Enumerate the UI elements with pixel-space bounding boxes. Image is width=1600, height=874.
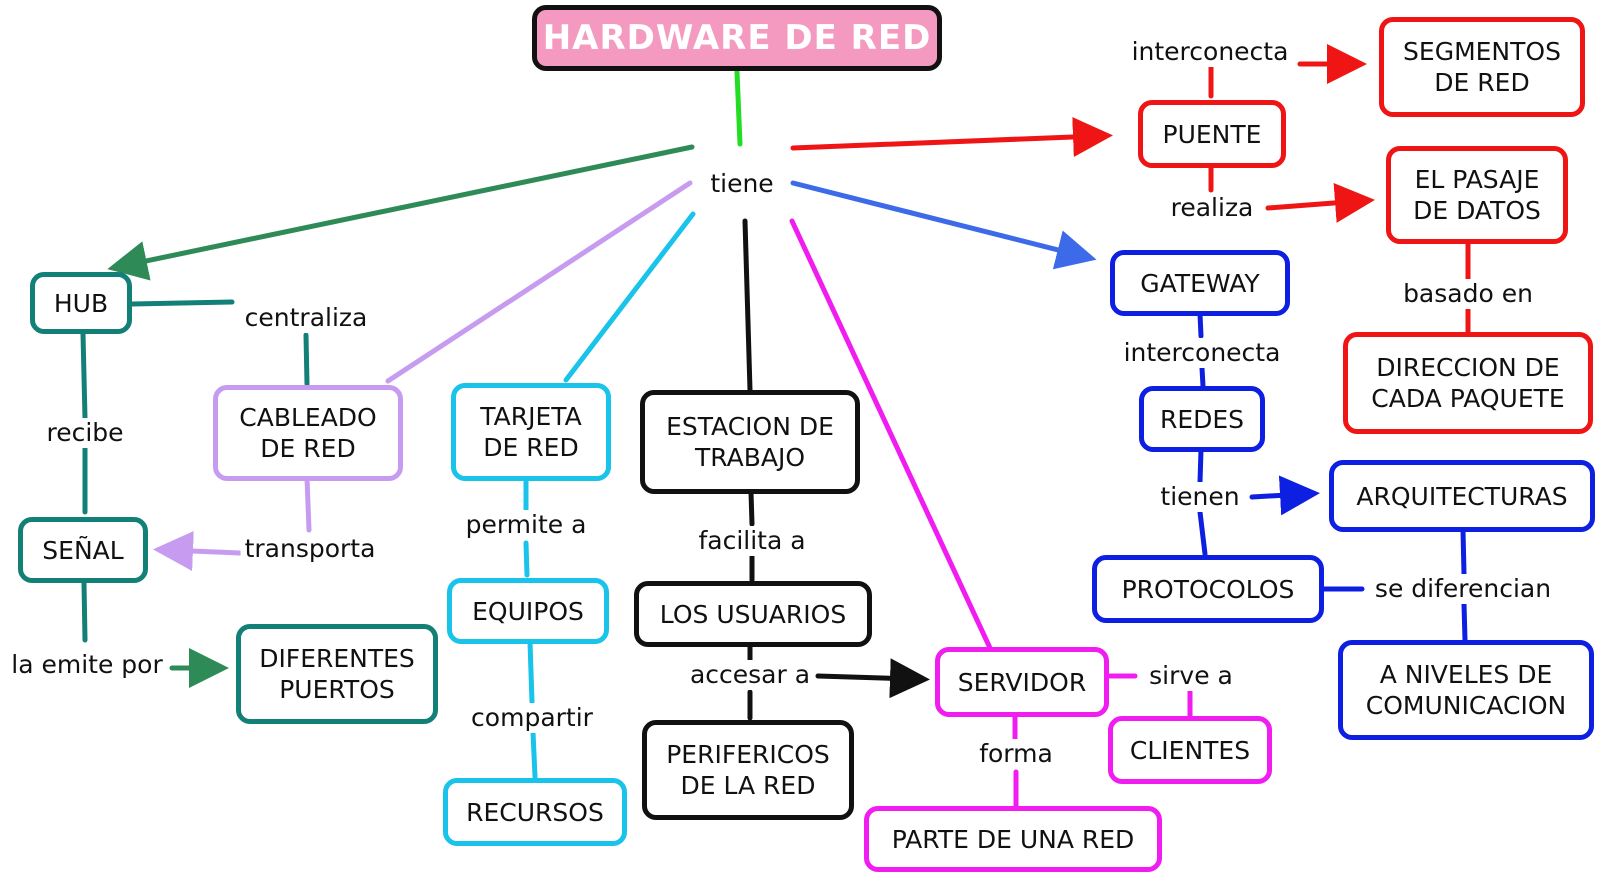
- link-facilita-a: facilita a: [694, 526, 810, 556]
- concept-clientes: CLIENTES: [1108, 716, 1272, 784]
- edge-tiene-hub: [107, 144, 695, 281]
- edge-gateway-interconecta: [1197, 311, 1204, 339]
- edge-transporta-senal: [153, 531, 243, 572]
- concept-senal: SEÑAL: [18, 517, 148, 583]
- concept-estacion-de-trabajo: ESTACION DE TRABAJO: [640, 390, 860, 494]
- link-la-emite-por: la emite por: [7, 650, 167, 680]
- edge-cableado-transporta: [304, 475, 312, 533]
- concept-equipos: EQUIPOS: [447, 578, 609, 644]
- edge-tiene-puente: [790, 116, 1113, 157]
- concept-arquitecturas: ARQUITECTURAS: [1329, 460, 1595, 532]
- edge-arquitecturas-diferencian: [1460, 527, 1467, 577]
- edge-accesar-servidor: [815, 658, 930, 699]
- link-interconecta-puente: interconecta: [1127, 37, 1293, 67]
- link-permite-a: permite a: [461, 510, 591, 540]
- edge-root-tiene: [734, 69, 743, 147]
- concept-puente: PUENTE: [1138, 100, 1286, 168]
- edge-realiza-pasaje: [1265, 182, 1375, 223]
- concept-los-usuarios: LOS USUARIOS: [634, 581, 872, 647]
- link-recibe: recibe: [42, 418, 128, 448]
- concept-cableado-de-red: CABLEADO DE RED: [213, 385, 403, 481]
- edge-tienen-protocolos: [1197, 509, 1208, 557]
- link-sirve-a: sirve a: [1145, 661, 1237, 691]
- link-accesar-a: accesar a: [685, 660, 815, 690]
- edge-diferencian-niveles: [1461, 601, 1468, 643]
- edge-redes-tienen: [1197, 447, 1204, 485]
- concept-protocolos: PROTOCOLOS: [1092, 555, 1324, 623]
- concept-redes: REDES: [1139, 386, 1265, 452]
- edge-tiene-servidor: [789, 218, 993, 651]
- edge-tiene-estacion: [742, 218, 753, 393]
- concept-diferentes-puertos: DIFERENTES PUERTOS: [236, 624, 438, 724]
- concept-el-pasaje-de-datos: EL PASAJE DE DATOS: [1386, 146, 1568, 244]
- link-forma: forma: [975, 739, 1057, 769]
- edge-tienen-arquitecturas: [1249, 475, 1320, 516]
- link-transporta: transporta: [240, 534, 380, 564]
- concept-servidor: SERVIDOR: [935, 647, 1109, 717]
- root-concept-hardware-de-red: HARDWARE DE RED: [532, 5, 942, 71]
- edge-permite-equipos: [523, 540, 530, 578]
- edge-interconecta-redes: [1199, 365, 1206, 389]
- concept-recursos: RECURSOS: [443, 778, 627, 846]
- link-tienen: tienen: [1156, 482, 1244, 512]
- edge-hub-recibe: [80, 331, 88, 421]
- concept-hub: HUB: [30, 272, 132, 334]
- edge-senal-emite: [81, 580, 88, 643]
- edge-equipos-compartir: [527, 639, 535, 705]
- concept-direccion-de-cada-paquete: DIRECCION DE CADA PAQUETE: [1343, 332, 1593, 434]
- concept-segmentos-de-red: SEGMENTOS DE RED: [1379, 17, 1585, 117]
- edge-compartir-recursos: [530, 729, 538, 780]
- edge-tiene-gateway: [790, 180, 1097, 270]
- concept-perifericos-de-la-red: PERIFERICOS DE LA RED: [642, 720, 854, 820]
- link-interconecta-gateway: interconecta: [1119, 338, 1285, 368]
- link-basado-en: basado en: [1399, 279, 1537, 309]
- concept-tarjeta-de-red: TARJETA DE RED: [451, 383, 611, 481]
- edge-estacion-facilita: [748, 489, 755, 527]
- concept-gateway: GATEWAY: [1110, 250, 1290, 316]
- edge-hub-centraliza: [129, 299, 235, 307]
- link-centraliza: centraliza: [240, 303, 372, 333]
- concept-parte-de-una-red: PARTE DE UNA RED: [864, 806, 1162, 872]
- link-realiza: realiza: [1166, 193, 1258, 223]
- edge-tiene-tarjeta: [563, 211, 696, 383]
- link-se-diferencian: se diferencian: [1370, 574, 1556, 604]
- concept-a-niveles-de-comunicacion: A NIVELES DE COMUNICACION: [1338, 640, 1594, 740]
- link-tiene: tiene: [706, 169, 778, 199]
- edge-tiene-cableado: [385, 180, 693, 384]
- edge-centraliza-cableado: [303, 332, 310, 387]
- link-compartir: compartir: [467, 703, 597, 733]
